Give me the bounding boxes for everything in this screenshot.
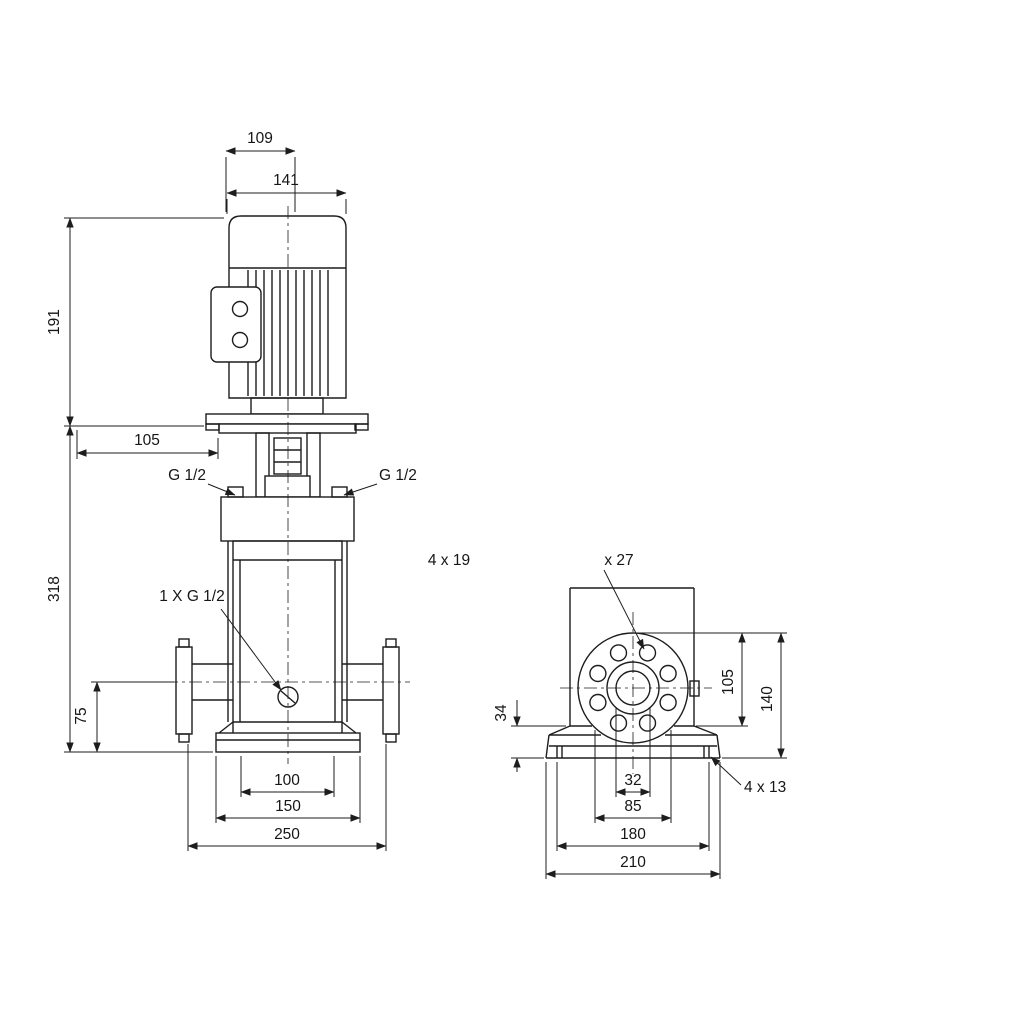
head-plug-right — [331, 486, 348, 498]
flange-tab-left — [205, 423, 220, 431]
flange-bolt-hole — [659, 693, 677, 712]
terminal-box — [210, 286, 262, 363]
flange-counterbore-label: x 27 — [604, 552, 633, 569]
flange-bolt-hole — [609, 714, 628, 732]
motor-body-outline — [228, 215, 347, 399]
dim-32-label: 32 — [624, 772, 641, 789]
dim-318-label: 318 — [46, 576, 63, 602]
port-bolt-left-bottom — [178, 733, 190, 743]
port-bolt-right-top — [385, 638, 397, 648]
seal-boss — [264, 475, 311, 498]
side-column — [569, 587, 695, 726]
flange-bolt-hole — [589, 693, 607, 712]
motor-flange-plate — [205, 413, 369, 425]
sleeve-lines — [233, 559, 342, 723]
flange-holes-leader — [603, 569, 645, 650]
head-plug-left — [227, 486, 244, 498]
pump-head — [220, 496, 355, 542]
base-holes-label: 4 x 13 — [744, 779, 786, 796]
drain-plug-label: 1 X G 1/2 — [159, 588, 224, 605]
dim-191-label: 191 — [46, 309, 63, 335]
dim-210-label: 210 — [620, 854, 646, 871]
dim-105s-label: 105 — [720, 669, 737, 695]
staybolts — [227, 541, 348, 722]
dim-150-label: 150 — [275, 798, 301, 815]
base-holes-leader — [710, 756, 742, 786]
base-flares — [218, 721, 357, 734]
plug-left-leader — [207, 483, 236, 496]
dim-85-label: 85 — [624, 798, 641, 815]
dim-105f-label: 105 — [134, 432, 160, 449]
dim-75-label: 75 — [73, 707, 90, 724]
front-view-dimensions: 109 141 191 105 G 1/2 G 1/2 318 1 X G 1/… — [46, 130, 417, 851]
flange-bolt-hole — [659, 664, 677, 683]
dim-180-label: 180 — [620, 826, 646, 843]
dim-191-extensions — [64, 217, 224, 427]
flange-holes-label: 4 x 19 — [428, 552, 470, 569]
dim-140-label: 140 — [759, 686, 776, 712]
dim-32-extensions — [615, 708, 651, 797]
dim-250-label: 250 — [274, 826, 300, 843]
side-view-dimensions: 4 x 19 x 27 34 105 140 32 85 180 210 4 x… — [428, 552, 787, 879]
cable-entry-top — [231, 300, 249, 318]
plug-right-leader — [343, 483, 378, 496]
dim-141-label: 141 — [273, 172, 299, 189]
dim-109-label: 109 — [247, 130, 273, 147]
flange-bolt-hole — [638, 644, 657, 662]
plug-left-label: G 1/2 — [168, 467, 206, 484]
motor-stool-plate — [218, 423, 357, 434]
port-bolt-left-top — [178, 638, 190, 648]
side-base-plate — [545, 734, 721, 759]
flange-bolt-hole — [638, 714, 657, 732]
dim-180-extensions — [556, 762, 710, 851]
plug-right-label: G 1/2 — [379, 467, 417, 484]
coupling-split-lines — [274, 449, 301, 463]
dim-85-extensions — [594, 730, 672, 823]
flange-bolt-hole — [589, 664, 607, 683]
motor-neck — [250, 397, 324, 415]
side-view-geometry — [545, 587, 721, 774]
dim-141-extensions — [226, 199, 347, 214]
dim-150-extensions — [215, 756, 361, 823]
dim-250-extensions — [187, 744, 387, 851]
cable-entry-bottom — [231, 331, 249, 349]
flange-tab-right — [354, 423, 369, 431]
flange-bolt-hole — [609, 644, 628, 662]
front-view-geometry — [165, 206, 410, 764]
side-base-flares — [548, 725, 718, 736]
port-bolt-right-bottom — [385, 733, 397, 743]
dim-100-label: 100 — [274, 772, 300, 789]
port-pipe-left — [192, 663, 233, 701]
side-tab — [689, 680, 700, 697]
side-base-holes — [556, 746, 710, 758]
port-pipe-right — [342, 663, 383, 701]
port-flange-right — [382, 646, 400, 735]
port-flange-left — [175, 646, 193, 735]
dim-109-extensions — [225, 157, 296, 212]
dim-34-label: 34 — [493, 704, 510, 722]
dim-210-extensions — [545, 762, 721, 879]
drain-plug-leader — [220, 608, 282, 691]
shaft-coupling — [273, 437, 302, 475]
